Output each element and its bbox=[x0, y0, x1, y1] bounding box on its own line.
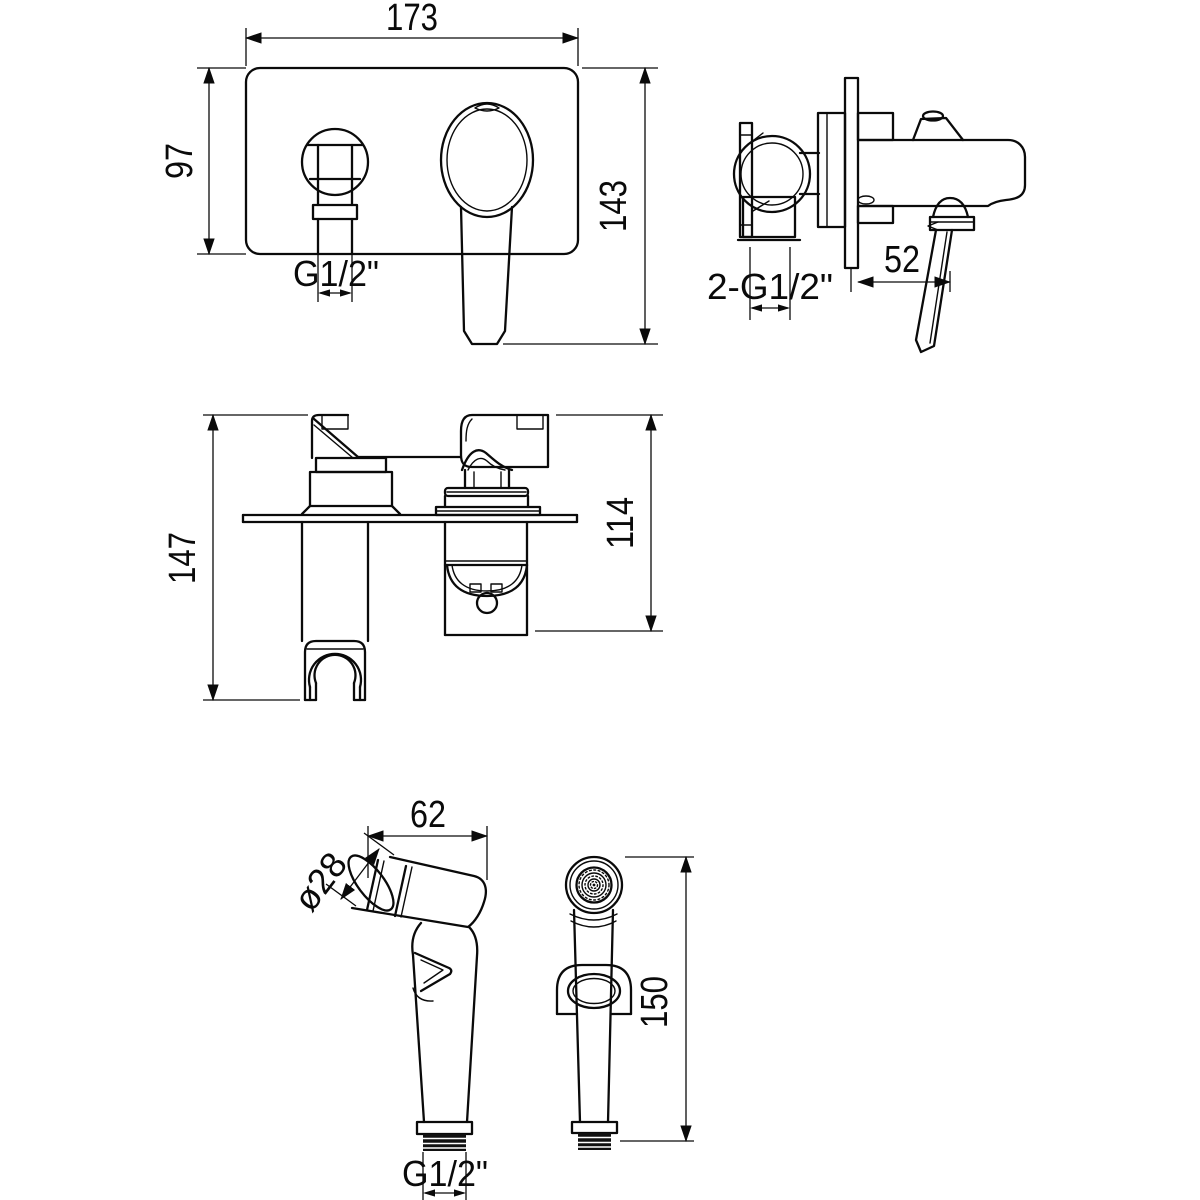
dim-label-2g12: 2-G1/2" bbox=[707, 266, 833, 307]
dim-head-length: 62 bbox=[366, 794, 489, 880]
handle-notch bbox=[474, 103, 500, 112]
wall-plate-edge bbox=[843, 76, 860, 270]
top-view: 147 114 bbox=[162, 413, 663, 702]
mixer-handle bbox=[439, 101, 535, 346]
dim-spout-thread: G1/2" bbox=[293, 253, 379, 302]
dim-handle-offset: 52 bbox=[850, 239, 952, 292]
dim-label-143: 143 bbox=[593, 180, 635, 232]
holder-column bbox=[300, 520, 370, 702]
side-lever bbox=[914, 228, 954, 354]
inlet-elbow bbox=[732, 121, 821, 242]
handspray-side-view: 62 ø28 G1/2" bbox=[285, 794, 489, 1200]
dim-total-height: 143 bbox=[503, 66, 658, 346]
dim-plate-height: 97 bbox=[159, 66, 246, 256]
spray-grip-side bbox=[411, 921, 479, 1151]
spray-head-front bbox=[564, 855, 624, 915]
handle-lever bbox=[459, 205, 514, 346]
screw-cap bbox=[921, 110, 945, 122]
front-view: 173 97 143 G1/2" bbox=[159, 0, 658, 346]
dim-label-173: 173 bbox=[386, 0, 438, 39]
spray-grip-front bbox=[569, 908, 619, 1150]
dim-depth-body: 114 bbox=[535, 413, 663, 633]
cartridge-housing bbox=[443, 520, 529, 637]
screw-detail bbox=[857, 195, 875, 205]
dim-label-62: 62 bbox=[410, 794, 446, 836]
valve-body bbox=[856, 110, 1027, 225]
spray-holder-bracket bbox=[555, 963, 633, 1016]
dim-label-d28: ø28 bbox=[285, 844, 355, 918]
handspray-front-view: 150 bbox=[555, 855, 694, 1150]
wall-plate bbox=[244, 66, 580, 256]
dim-front-width: 173 bbox=[244, 0, 580, 66]
top-handle-body bbox=[434, 413, 550, 517]
dim-label-97: 97 bbox=[159, 143, 201, 179]
top-spout bbox=[300, 413, 463, 516]
dim-spray-height: 150 bbox=[620, 855, 694, 1143]
side-view: 52 2-G1/2" bbox=[707, 76, 1027, 354]
trigger bbox=[413, 951, 453, 993]
dim-label-150: 150 bbox=[634, 976, 676, 1028]
spout-outlet bbox=[300, 127, 370, 255]
dim-label-147: 147 bbox=[162, 532, 204, 584]
dim-head-diameter: ø28 bbox=[285, 832, 395, 919]
dim-label-114: 114 bbox=[600, 497, 642, 549]
spray-head-side bbox=[347, 854, 487, 929]
wall-block bbox=[816, 111, 847, 229]
dim-label-52: 52 bbox=[884, 239, 920, 281]
dim-inlet-thread: 2-G1/2" bbox=[707, 247, 833, 320]
dim-label-g12-bottom: G1/2" bbox=[402, 1153, 488, 1194]
dim-depth-total: 147 bbox=[162, 413, 308, 702]
dim-label-g12-front: G1/2" bbox=[293, 253, 379, 294]
dim-connector-thread: G1/2" bbox=[402, 1152, 488, 1200]
side-handle bbox=[914, 196, 976, 354]
